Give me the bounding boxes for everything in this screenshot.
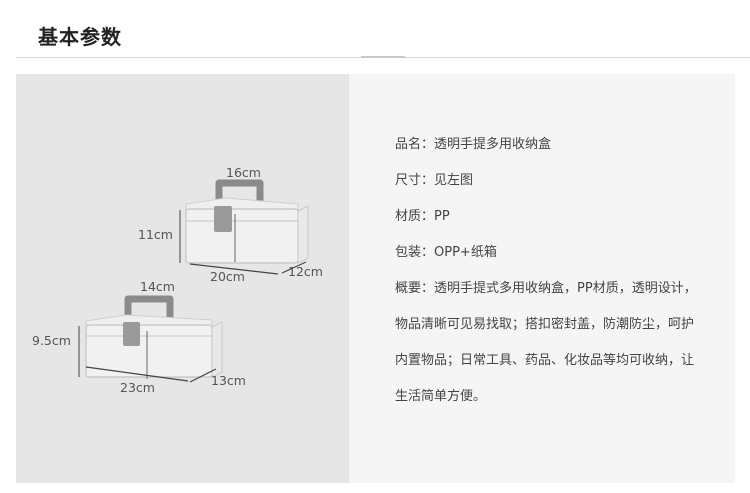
box-large-height-label: 11cm xyxy=(138,227,173,242)
box-large-illustration xyxy=(185,179,309,264)
box-small-dimension-lines xyxy=(78,326,217,383)
product-diagram-panel: 16cm 11cm 20cm 12cm 14cm 9.5cm xyxy=(16,74,349,483)
box-small-illustration xyxy=(85,295,223,379)
box-small-depth-label: 13cm xyxy=(211,373,246,388)
specifications-panel xyxy=(349,74,735,483)
box-small-length-label: 23cm xyxy=(120,380,155,395)
spec-package: 包装：OPP+纸箱 xyxy=(395,241,497,260)
dimension-diagram: 16cm 11cm 20cm 12cm 14cm 9.5cm xyxy=(32,165,323,395)
spec-material-value: PP xyxy=(434,209,450,224)
spec-package-value: OPP+纸箱 xyxy=(434,245,497,260)
spec-overview-line-3: 内置物品；日常工具、药品、化妆品等均可收纳，让 xyxy=(395,353,695,368)
spec-material: 材质：PP xyxy=(395,205,450,224)
box-large-depth-label: 12cm xyxy=(288,264,323,279)
box-large-handle-label: 16cm xyxy=(226,165,261,180)
spec-name-label: 品名： xyxy=(395,137,435,152)
section-title: 基本参数 xyxy=(38,25,122,49)
spec-size-label: 尺寸： xyxy=(395,173,435,188)
spec-overview-line-2: 物品清晰可见易找取；搭扣密封盖，防潮防尘，呵护 xyxy=(395,317,695,332)
box-large-length-label: 20cm xyxy=(210,269,245,284)
header-accent-mark xyxy=(361,56,405,58)
spec-material-label: 材质： xyxy=(395,209,435,224)
box-large-dimension-lines xyxy=(179,210,307,275)
spec-name: 品名：透明手提多用收纳盒 xyxy=(395,133,551,152)
spec-overview-text: 透明手提式多用收纳盒，PP材质，透明设计， xyxy=(434,281,697,296)
box-small-handle-label: 14cm xyxy=(140,279,175,294)
box-small-height-label: 9.5cm xyxy=(32,333,71,348)
section-header: 基本参数 xyxy=(0,0,750,58)
spec-size: 尺寸：见左图 xyxy=(395,169,473,188)
spec-overview-label: 概要： xyxy=(395,281,435,296)
spec-size-value: 见左图 xyxy=(434,173,474,188)
spec-overview-line-4: 生活简单方便。 xyxy=(395,389,487,404)
spec-overview-line-1: 概要：透明手提式多用收纳盒，PP材质，透明设计， xyxy=(395,277,697,296)
spec-name-value: 透明手提多用收纳盒 xyxy=(434,137,552,152)
spec-package-label: 包装： xyxy=(395,245,435,260)
